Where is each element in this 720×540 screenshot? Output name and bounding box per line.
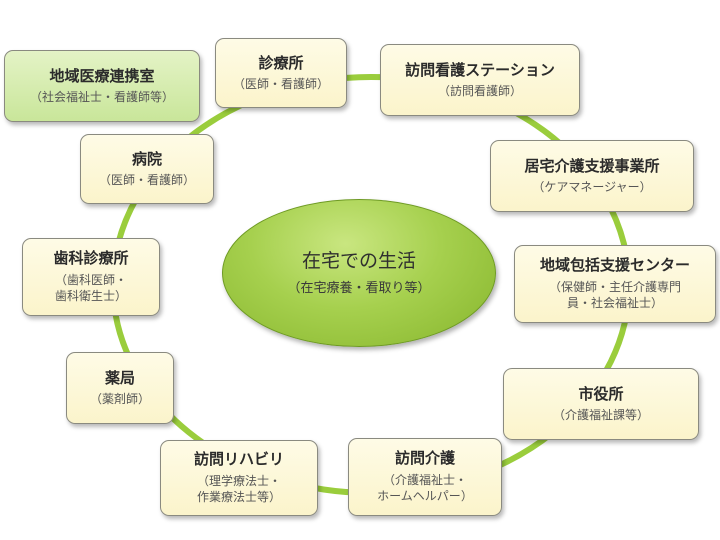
node-subtitle: （訪問看護師） [438,83,522,99]
node-home-nursing-station: 訪問看護ステーション （訪問看護師） [380,44,580,116]
node-subtitle-line: （訪問看護師） [437,84,522,99]
node-subtitle-line: 歯科衛生士） [54,289,127,304]
node-community-support-center: 地域包括支援センター （保健師・主任介護専門 員・社会福祉士） [514,245,716,323]
node-subtitle-line: （ケアマネージャー） [532,180,652,195]
node-home-rehabilitation: 訪問リハビリ （理学療法士・ 作業療法士等） [160,440,318,516]
node-subtitle-line: （理学療法士・ [196,474,281,489]
node-city-hall: 市役所 （介護福祉課等） [503,368,699,440]
node-title: 薬局 [104,368,135,387]
node-subtitle-line: （歯科医師・ [54,273,127,288]
node-title: 病院 [131,149,162,168]
center-subtitle: （在宅療養・看取り等） [287,280,431,296]
node-subtitle-line: （社会福祉士・看護師等） [29,90,174,105]
node-subtitle: （社会福祉士・看護師等） [30,89,174,105]
node-title: 診療所 [258,53,304,72]
node-title: 歯科診療所 [53,249,129,268]
node-home-care: 訪問介護 （介護福祉士・ ホームヘルパー） [348,438,502,516]
node-title: 訪問リハビリ [193,450,284,469]
node-title: 居宅介護支援事業所 [524,156,660,175]
node-subtitle-line: （介護福祉課等） [552,408,649,423]
node-hospital: 病院 （医師・看護師） [80,134,214,204]
node-pharmacy: 薬局 （薬剤師） [66,352,174,424]
node-subtitle: （歯科医師・ 歯科衛生士） [55,272,127,304]
node-title: 地域包括支援センター [539,256,690,275]
node-subtitle-line: （保健師・主任介護専門 [548,280,681,295]
node-subtitle-line: 員・社会福祉士） [566,296,663,311]
node-subtitle-line: 作業療法士等） [196,490,281,505]
node-subtitle: （ケアマネージャー） [532,179,651,195]
node-clinic: 診療所 （医師・看護師） [215,38,347,108]
node-home-care-support-office: 居宅介護支援事業所 （ケアマネージャー） [490,140,694,212]
node-regional-cooperation-office: 地域医療連携室 （社会福祉士・看護師等） [4,50,200,122]
node-subtitle-line: （医師・看護師） [98,173,195,188]
node-subtitle: （薬剤師） [90,391,150,407]
node-subtitle: （医師・看護師） [233,76,329,92]
node-subtitle: （理学療法士・ 作業療法士等） [197,473,281,505]
node-title: 訪問看護ステーション [405,60,555,79]
node-subtitle: （医師・看護師） [99,172,195,188]
node-dental-clinic: 歯科診療所 （歯科医師・ 歯科衛生士） [22,238,160,316]
node-subtitle-line: （医師・看護師） [232,77,329,92]
node-title: 訪問介護 [394,449,455,468]
node-subtitle: （介護福祉士・ ホームヘルパー） [377,472,473,504]
node-subtitle-line: ホームヘルパー） [377,489,473,504]
node-title: 市役所 [578,384,624,403]
node-subtitle: （介護福祉課等） [553,407,649,423]
node-subtitle-line: （介護福祉士・ [382,473,467,488]
center-home-life: 在宅での生活 （在宅療養・看取り等） [222,199,496,347]
node-title: 地域医療連携室 [49,66,155,85]
node-subtitle-line: （薬剤師） [89,392,150,407]
node-subtitle: （保健師・主任介護専門 員・社会福祉士） [549,279,681,311]
center-title: 在宅での生活 [301,250,416,273]
